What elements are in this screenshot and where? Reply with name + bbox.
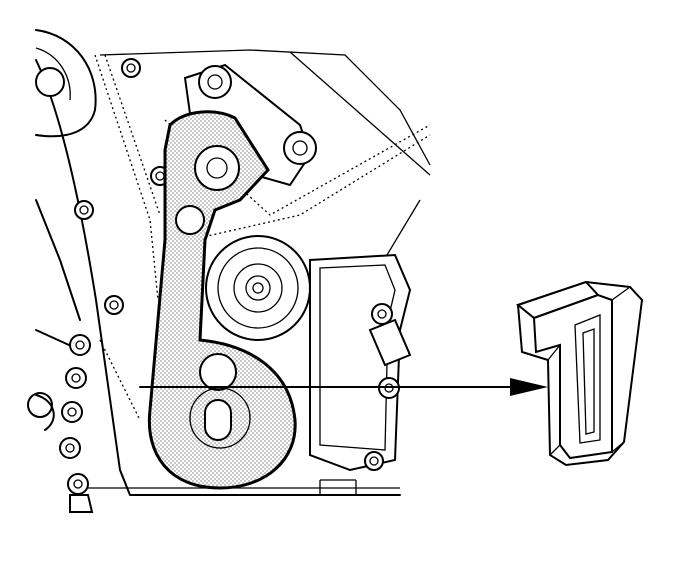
- timing-belt: [94, 54, 431, 421]
- camshaft-sprocket: [35, 29, 141, 138]
- timing-belt-guide-tool-icon: [515, 280, 644, 467]
- idler-pulley: [205, 235, 311, 341]
- arrow-right-icon: [510, 378, 548, 396]
- leader-arrow: [139, 378, 548, 396]
- crankshaft-chain: [27, 200, 124, 513]
- oil-pump-housing: [309, 253, 412, 472]
- installed-guide-tool: [147, 110, 297, 490]
